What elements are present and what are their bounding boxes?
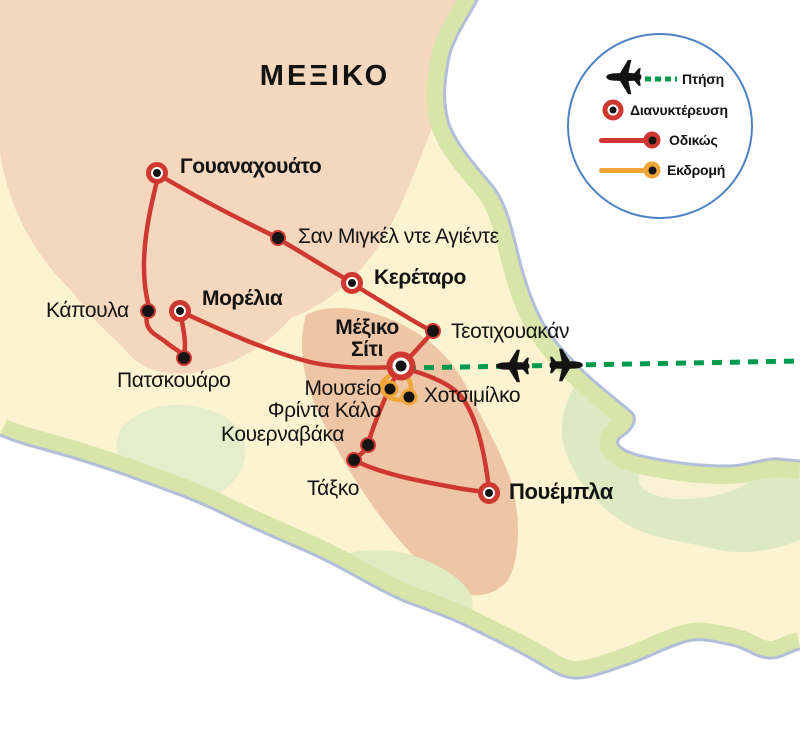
map-legend: Πτήση Διανυκτέρευση Οδικώς Εκδρομή (567, 33, 753, 219)
excursion-line-icon (599, 168, 646, 173)
legend-excursion-label: Εκδρομή (667, 162, 726, 178)
label-mexico-city-line1: Μέξικο (335, 316, 399, 339)
route-guanajuato-capula (141, 174, 161, 310)
label-frida-line1: Μουσείο (304, 377, 381, 400)
airplane-icon (606, 59, 642, 95)
label-guanajuato: Γουαναχουάτο (180, 155, 322, 178)
road-line-icon (599, 138, 646, 143)
label-morelia: Μορέλια (202, 287, 283, 310)
route-excursion-loop (378, 368, 414, 403)
label-patzcuaro: Πατσκουάρο (117, 369, 231, 392)
excursion-dot-icon (643, 161, 661, 179)
legend-flight-label: Πτήση (682, 71, 725, 87)
route-morelia-mexico-city (181, 310, 399, 370)
marker-morelia (169, 300, 191, 322)
marker-mexico-city (386, 351, 416, 381)
label-mexico-city-line2: Σίτι (350, 337, 384, 361)
flight-dash-sample (645, 76, 677, 82)
marker-xochimilco (400, 388, 418, 406)
marker-puebla (478, 482, 500, 504)
label-teotihuacan: Τεοτιχουακάν (451, 320, 570, 343)
route-queretaro-teotihuacan (353, 283, 431, 332)
label-taxco: Τάξκο (307, 477, 359, 500)
marker-taxco (346, 452, 362, 468)
label-frida-line2: Φρίντα Κάλο (267, 398, 382, 422)
marker-queretaro (341, 272, 363, 294)
overnight-marker-icon (602, 99, 624, 121)
legend-overnight-label: Διανυκτέρευση (630, 102, 728, 118)
route-guanajuato-san-miguel (158, 173, 277, 239)
highland-central (301, 308, 518, 596)
legend-road-label: Οδικώς (669, 132, 718, 148)
label-queretaro: Κερέταρο (374, 266, 466, 289)
route-puebla-mexico-city (404, 366, 492, 492)
label-frida-kahlo-museum: Μουσείο Φρίντα Κάλο (267, 377, 382, 422)
marker-capula (140, 303, 156, 319)
label-xochimilco: Χοτσιμίλκο (424, 384, 521, 407)
marker-san-miguel (270, 230, 286, 246)
flight-line (405, 358, 800, 371)
marker-patzcuaro (176, 350, 192, 366)
label-san-miguel: Σαν Μιγκέλ ντε Αγιέντε (298, 225, 499, 248)
marker-frida-kahlo-museum (381, 380, 399, 398)
label-puebla: Πουέμπλα (509, 479, 613, 504)
label-cuernavaca: Κουερναβάκα (221, 423, 345, 446)
label-mexico-city: Μέξικο Σίτι (335, 317, 399, 361)
route-taxco-puebla (355, 459, 488, 495)
marker-cuernavaca (360, 437, 376, 453)
road-dot-icon (643, 131, 661, 149)
marker-teotihuacan (425, 323, 441, 339)
marker-guanajuato (146, 162, 168, 184)
country-title: ΜΕΞΙΚΟ (259, 60, 391, 92)
label-capula: Κάπουλα (46, 299, 129, 322)
